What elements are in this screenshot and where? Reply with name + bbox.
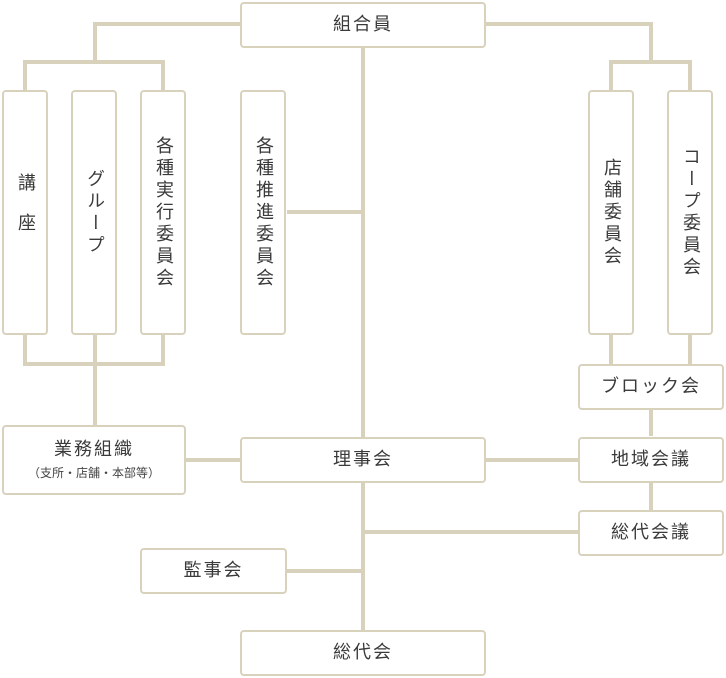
- node-rijikai-label: 理事会: [333, 449, 393, 471]
- node-sodai-kaigi: 総代会議: [578, 510, 724, 556]
- node-koza-label: 講座: [15, 172, 36, 253]
- node-coop-iinkai: コープ委員会: [667, 90, 713, 335]
- node-koza: 講座: [2, 90, 48, 335]
- node-kakushu-jikko-label: 各種実行委員会: [153, 135, 174, 290]
- node-rijikai: 理事会: [240, 437, 486, 483]
- node-block: ブロック会: [578, 364, 724, 410]
- node-kumiaiin: 組合員: [240, 2, 486, 48]
- node-kakushu-suishin-label: 各種推進委員会: [253, 135, 274, 290]
- node-sodai-kaigi-label: 総代会議: [611, 522, 691, 544]
- node-kansa: 監事会: [140, 548, 287, 594]
- node-gyomu-label: 業務組織: [54, 438, 134, 460]
- node-chiiki-label: 地域会議: [611, 449, 691, 471]
- node-sodaikai: 総代会: [240, 630, 486, 676]
- node-group-label: グループ: [84, 168, 105, 257]
- node-chiiki: 地域会議: [578, 437, 724, 483]
- node-sodaikai-label: 総代会: [333, 642, 393, 664]
- node-tenpo-iinkai-label: 店舗委員会: [601, 157, 622, 268]
- node-tenpo-iinkai: 店舗委員会: [588, 90, 634, 335]
- node-group: グループ: [71, 90, 117, 335]
- node-coop-iinkai-label: コープ委員会: [680, 146, 701, 279]
- node-gyomu: 業務組織 （支所・店舗・本部等）: [2, 425, 186, 495]
- node-kansa-label: 監事会: [183, 560, 244, 582]
- node-gyomu-sublabel: （支所・店舗・本部等）: [27, 466, 160, 481]
- node-kakushu-suishin: 各種推進委員会: [240, 90, 286, 335]
- node-kumiaiin-label: 組合員: [333, 14, 393, 36]
- node-kakushu-jikko: 各種実行委員会: [140, 90, 186, 335]
- node-block-label: ブロック会: [601, 376, 701, 398]
